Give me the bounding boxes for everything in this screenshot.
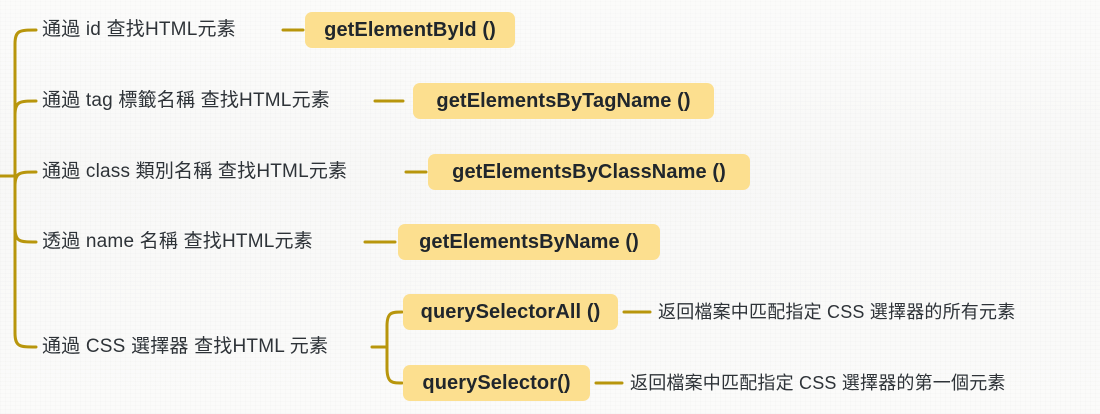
css-sub-curve-first bbox=[385, 366, 404, 385]
branch-curve-by-css bbox=[13, 331, 38, 349]
method-chip-query-selector-all[interactable]: querySelectorAll () bbox=[403, 294, 618, 330]
method-chip-get-elements-by-name[interactable]: getElementsByName () bbox=[398, 224, 660, 260]
css-sub-curve-all bbox=[385, 310, 404, 328]
branch-curve-by-id bbox=[13, 28, 38, 46]
branch-label-by-tag: 通過 tag 標籤名稱 查找HTML元素 bbox=[42, 90, 330, 111]
description-query-selector-all: 返回檔案中匹配指定 CSS 選擇器的所有元素 bbox=[658, 302, 1016, 322]
branch-label-by-id: 通過 id 查找HTML元素 bbox=[42, 19, 236, 40]
method-chip-get-elements-by-tag-name[interactable]: getElementsByTagName () bbox=[413, 83, 714, 119]
branch-label-by-name: 透過 name 名稱 查找HTML元素 bbox=[42, 231, 313, 252]
method-chip-get-element-by-id[interactable]: getElementById () bbox=[305, 12, 515, 48]
branch-curve-by-class bbox=[13, 170, 38, 188]
method-chip-get-elements-by-class-name[interactable]: getElementsByClassName () bbox=[428, 154, 750, 190]
branch-curve-by-tag bbox=[13, 99, 38, 117]
branch-label-by-css-selector: 通過 CSS 選擇器 查找HTML 元素 bbox=[42, 336, 329, 357]
branch-label-by-class: 通過 class 類別名稱 查找HTML元素 bbox=[42, 161, 348, 182]
method-chip-query-selector[interactable]: querySelector() bbox=[403, 365, 590, 401]
description-query-selector: 返回檔案中匹配指定 CSS 選擇器的第一個元素 bbox=[630, 373, 1006, 393]
branch-curve-by-name bbox=[13, 226, 38, 244]
